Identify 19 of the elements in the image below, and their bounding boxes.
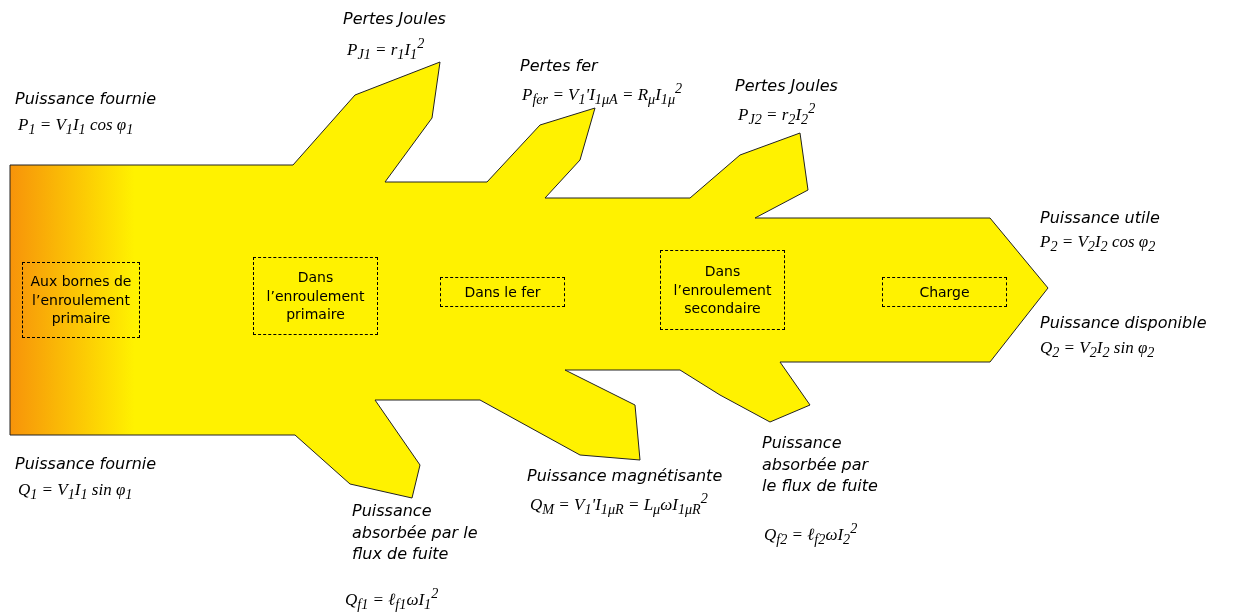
dashed-box: Aux bornes de l’enroulement primaire xyxy=(22,262,140,338)
formula: Q$_{1}$ = V$_{1}$I$_{1}$ sin φ$_{1}$ xyxy=(18,480,133,504)
power-label: Puissance fournie xyxy=(15,453,157,475)
power-label: Pertes Joules xyxy=(735,75,838,97)
power-label: Pertes fer xyxy=(520,55,598,77)
power-label: Puissance fournie xyxy=(15,88,157,110)
dashed-box: Dans l’enroulement primaire xyxy=(253,257,378,335)
dashed-box: Dans l’enroulement secondaire xyxy=(660,250,785,330)
power-label: Puissance disponible xyxy=(1040,312,1207,334)
formula: Q$_{2}$ = V$_{2}$I$_{2}$ sin φ$_{2}$ xyxy=(1040,338,1155,362)
formula: P$_{1}$ = V$_{1}$I$_{1}$ cos φ$_{1}$ xyxy=(18,115,134,139)
power-label: Puissance absorbée par le flux de fuite xyxy=(352,500,479,565)
dashed-box: Dans le fer xyxy=(440,277,565,307)
power-label: Puissance absorbée par le flux de fuite xyxy=(762,432,879,497)
power-label: Puissance magnétisante xyxy=(527,465,723,487)
dashed-box: Charge xyxy=(882,277,1007,307)
formula: P$_{2}$ = V$_{2}$I$_{2}$ cos φ$_{2}$ xyxy=(1040,232,1156,256)
power-label: Pertes Joules xyxy=(343,8,446,30)
power-label: Puissance utile xyxy=(1040,207,1160,229)
